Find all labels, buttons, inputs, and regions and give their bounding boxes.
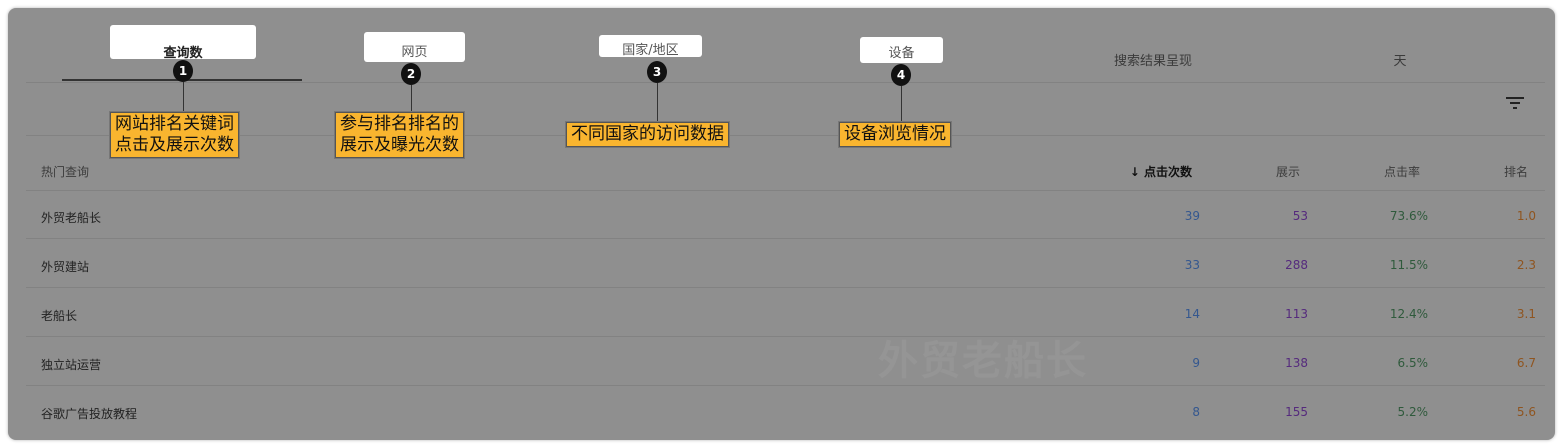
table-row[interactable]: 独立站运营 9 138 6.5% 6.7 (26, 337, 1545, 386)
ctr-cell: 5.2% (1397, 405, 1429, 419)
position-cell: 3.1 (1516, 307, 1536, 321)
ctr-cell: 12.4% (1389, 307, 1428, 321)
header-position[interactable]: 排名 (1503, 165, 1528, 179)
clicks-cell: 33 (1184, 258, 1200, 272)
position-cell: 1.0 (1516, 209, 1536, 223)
header-ctr[interactable]: 点击率 (1383, 165, 1420, 179)
clicks-cell: 8 (1192, 405, 1200, 419)
ctr-cell: 73.6% (1389, 209, 1428, 223)
divider (26, 336, 1545, 337)
position-cell: 6.7 (1516, 356, 1536, 370)
annotation-stem (183, 82, 184, 120)
divider (26, 287, 1545, 288)
tab-label: 设备 (888, 46, 915, 61)
annotation-badge-1: 1 (173, 60, 193, 82)
annotation-note-3: 不同国家的访问数据 (565, 121, 730, 148)
divider (26, 190, 1545, 191)
table-row[interactable]: 外贸建站 33 288 11.5% 2.3 (26, 239, 1545, 288)
watermark: 外贸老船长 (878, 338, 1088, 384)
annotation-badge-2: 2 (401, 63, 421, 85)
impressions-cell: 53 (1292, 209, 1308, 223)
tab-queries[interactable]: 查询数 (110, 25, 256, 61)
tab-days[interactable]: 天 (1393, 54, 1407, 69)
impressions-cell: 138 (1285, 356, 1308, 370)
tab-devices[interactable]: 设备 (860, 37, 943, 63)
position-cell: 2.3 (1516, 258, 1536, 272)
query-cell: 谷歌广告投放教程 (41, 407, 138, 421)
header-clicks[interactable]: ↓ 点击次数 (1130, 163, 1192, 180)
header-impressions[interactable]: 展示 (1275, 165, 1300, 179)
ctr-cell: 11.5% (1389, 258, 1428, 272)
impressions-cell: 155 (1285, 405, 1308, 419)
impressions-cell: 288 (1285, 258, 1308, 272)
header-label: 点击次数 (1143, 165, 1192, 179)
divider (26, 135, 1545, 136)
tab-pages[interactable]: 网页 (364, 32, 465, 62)
table-row[interactable]: 老船长 14 113 12.4% 3.1 (26, 288, 1545, 337)
annotation-badge-4: 4 (891, 64, 911, 86)
query-cell: 独立站运营 (41, 358, 102, 372)
tab-label: 网页 (401, 45, 428, 60)
table-row[interactable]: 谷歌广告投放教程 8 155 5.2% 5.6 (26, 386, 1545, 435)
clicks-cell: 9 (1192, 356, 1200, 370)
annotation-badge-3: 3 (647, 61, 667, 83)
table-row[interactable]: 外贸老船长 39 53 73.6% 1.0 (26, 190, 1545, 239)
annotation-stem (901, 86, 902, 123)
clicks-cell: 14 (1184, 307, 1200, 321)
tab-label: 查询数 (163, 46, 203, 61)
impressions-cell: 113 (1285, 307, 1308, 321)
annotation-note-1: 网站排名关键词点击及展示次数 (109, 111, 240, 159)
annotation-note-2: 参与排名排名的展示及曝光次数 (334, 111, 465, 159)
clicks-cell: 39 (1184, 209, 1200, 223)
tab-label: 国家/地区 (622, 43, 679, 58)
query-cell: 外贸建站 (41, 260, 90, 274)
divider (26, 385, 1545, 386)
divider (26, 82, 1545, 83)
position-cell: 5.6 (1516, 405, 1536, 419)
query-cell: 老船长 (41, 309, 78, 323)
annotation-stem (657, 83, 658, 123)
tab-search-appearance[interactable]: 搜索结果呈现 (1113, 54, 1193, 69)
annotation-stem (411, 85, 412, 120)
header-query: 热门查询 (41, 165, 90, 179)
tab-countries[interactable]: 国家/地区 (599, 35, 702, 58)
performance-panel: 查询数 网页 国家/地区 设备 搜索结果呈现 天 1 网站排名关键词点击及展示次… (8, 8, 1555, 440)
ctr-cell: 6.5% (1397, 356, 1429, 370)
sort-down-arrow-icon: ↓ (1129, 165, 1144, 179)
annotation-note-4: 设备浏览情况 (838, 121, 952, 148)
divider (26, 238, 1545, 239)
query-cell: 外贸老船长 (41, 211, 102, 225)
filter-icon[interactable] (1506, 97, 1524, 111)
